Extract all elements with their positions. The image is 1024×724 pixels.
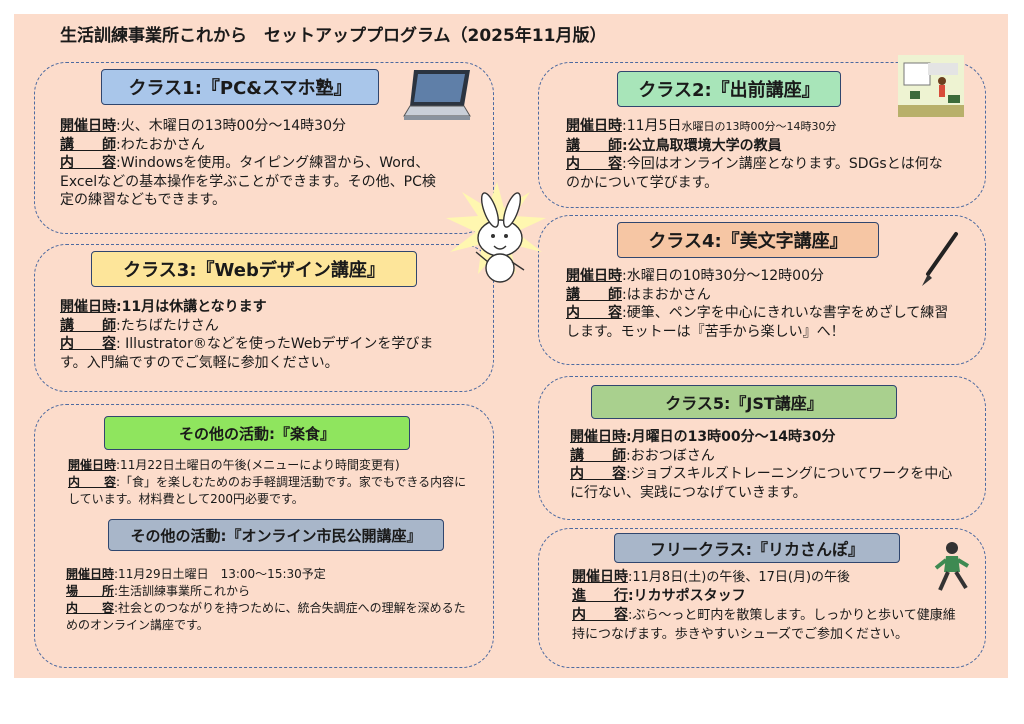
class5-content-label: 内 容 <box>570 466 626 482</box>
class2-box <box>538 62 986 208</box>
rakushoku-date-label: 開催日時 <box>68 458 117 472</box>
class2-teacher-label: 講 師 <box>566 137 622 154</box>
class3-heading: クラス3:『Webデザイン講座』 <box>91 251 417 287</box>
class3-date: :11月は休講となります <box>116 299 267 315</box>
class5-teacher: :おおつぼさん <box>626 447 715 464</box>
class2-content-label: 内 容 <box>566 156 622 172</box>
class2-date-label: 開催日時 <box>566 118 622 134</box>
online-content: :社会とのつながりを持つために、統合失調症への理解を深めるためのオンライン講座で… <box>66 601 466 632</box>
class2-content: :今回はオンライン講座となります。SDGsとは何なのかについて学びます。 <box>566 156 943 191</box>
class3-teacher: :たちばたけさん <box>116 317 219 334</box>
free-content: :ぶら～っと町内を散策します。しっかりと歩いて健康維持につなげます。歩きやすいシ… <box>572 608 956 642</box>
flyer-sheet <box>14 14 1008 678</box>
class4-teacher-label: 講 師 <box>566 286 622 303</box>
rakushoku-content-label: 内 容 <box>68 475 117 489</box>
class5-content: :ジョブスキルズトレーニングについてワークを中心に行ない、実践につなげていきます… <box>570 466 953 501</box>
class1-content-label: 内 容 <box>60 155 116 171</box>
class2-date-main: :11月5日 <box>622 118 682 134</box>
free-class-body: 開催日時:11月8日(土)の午後、17日(月)の午後 進 行:リカサポスタッフ … <box>572 568 968 644</box>
class4-box <box>538 215 986 365</box>
class5-heading: クラス5:『JST講座』 <box>591 385 897 419</box>
free-class-heading: フリークラス:『リカさんぽ』 <box>614 533 900 563</box>
free-content-label: 内 容 <box>572 607 628 623</box>
class3-box <box>34 244 494 392</box>
lecture-icon <box>898 55 964 117</box>
class5-teacher-label: 講 師 <box>570 447 626 464</box>
online-place: :生活訓練事業所これから <box>114 584 251 598</box>
class3-date-label: 開催日時 <box>60 299 116 315</box>
online-date: :11月29日土曜日 13:00～15:30予定 <box>114 567 326 581</box>
class1-heading: クラス1:『PC&スマホ塾』 <box>101 69 379 105</box>
walking-person-icon <box>934 542 970 591</box>
laptop-icon <box>403 70 471 120</box>
class4-teacher: :はまおかさん <box>622 286 711 303</box>
rakushoku-body: 開催日時:11月22日土曜日の午後(メニューにより時間変更有) 内 容:「食」を… <box>68 457 472 508</box>
free-class-box <box>538 528 986 668</box>
class2-body: 開催日時:11月5日水曜日の13時00分～14時30分 講 師:公立鳥取環境大学… <box>566 117 956 192</box>
class3-content-label: 内 容 <box>60 336 116 352</box>
class4-content: :硬筆、ペン字を中心にきれいな書字をめざして練習します。モットーは『苦手から楽し… <box>566 305 949 340</box>
online-body: 開催日時:11月29日土曜日 13:00～15:30予定 場 所:生活訓練事業所… <box>66 566 466 634</box>
brush-icon <box>922 232 958 286</box>
class2-date-small: 水曜日の13時00分～14時30分 <box>681 120 837 133</box>
class5-date: :月曜日の13時00分～14時30分 <box>626 429 836 445</box>
class5-box <box>538 376 986 520</box>
free-date-label: 開催日時 <box>572 569 628 585</box>
free-lead: :リカサポスタッフ <box>628 588 746 604</box>
class1-box <box>34 62 494 234</box>
class1-body: 開催日時:火、木曜日の13時00分～14時30分 講 師:わたおかさん 内 容:… <box>60 117 448 210</box>
class3-teacher-label: 講 師 <box>60 317 116 334</box>
class2-heading: クラス2:『出前講座』 <box>617 71 841 107</box>
online-date-label: 開催日時 <box>66 567 115 581</box>
class4-body: 開催日時:水曜日の10時30分～12時00分 講 師:はまおかさん 内 容:硬筆… <box>566 267 960 341</box>
class3-content: : Illustrator®などを使ったWebデザインを学びます。入門編ですので… <box>60 336 434 371</box>
class1-date: :火、木曜日の13時00分～14時30分 <box>116 118 346 134</box>
class3-body: 開催日時:11月は休講となります 講 師:たちばたけさん 内 容: Illust… <box>60 298 458 372</box>
class4-date-label: 開催日時 <box>566 268 622 284</box>
free-date: :11月8日(土)の午後、17日(月)の午後 <box>628 570 851 585</box>
class1-teacher: :わたおかさん <box>116 136 205 153</box>
class2-teacher: :公立鳥取環境大学の教員 <box>622 137 782 154</box>
class1-teacher-label: 講 師 <box>60 136 116 153</box>
class1-date-label: 開催日時 <box>60 118 116 134</box>
online-place-label: 場 所 <box>66 584 115 598</box>
free-lead-label: 進 行 <box>572 588 628 604</box>
class5-date-label: 開催日時 <box>570 429 626 445</box>
other-activities-box <box>34 404 494 668</box>
class4-date: :水曜日の10時30分～12時00分 <box>622 268 824 284</box>
rakushoku-date: :11月22日土曜日の午後(メニューにより時間変更有) <box>116 458 400 472</box>
class1-content: :Windowsを使用。タイピング練習から、Word、Excelなどの基本操作を… <box>60 155 436 208</box>
class4-heading: クラス4:『美文字講座』 <box>617 222 879 258</box>
online-content-label: 内 容 <box>66 601 115 615</box>
class4-content-label: 内 容 <box>566 305 622 321</box>
online-heading: その他の活動:『オンライン市民公開講座』 <box>108 519 444 551</box>
rakushoku-heading: その他の活動:『楽食』 <box>104 416 410 450</box>
class5-body: 開催日時:月曜日の13時00分～14時30分 講 師:おおつぼさん 内 容:ジョ… <box>570 428 958 502</box>
rabbit-mascot-icon <box>446 182 546 283</box>
rakushoku-content: :「食」を楽しむためのお手軽調理活動です。家でもできる内容にしています。材料費と… <box>68 475 467 506</box>
page-title: 生活訓練事業所これから セットアッププログラム（2025年11月版） <box>60 26 607 46</box>
